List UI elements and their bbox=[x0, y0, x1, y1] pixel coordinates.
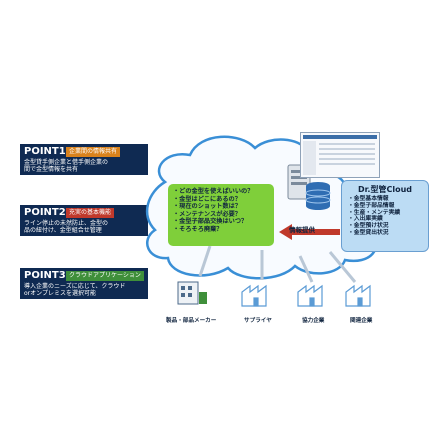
point-1-desc: 金型貸手側企業と借手側企業の 間で金型情報を共有 bbox=[24, 159, 146, 173]
product-feature: ・入出庫実績 bbox=[348, 216, 383, 223]
question-item: ・現在のショット数は？ bbox=[173, 203, 242, 211]
point-2-number: POINT2 bbox=[24, 207, 66, 218]
question-item: ・メンテナンスが必要？ bbox=[173, 210, 241, 218]
factory-icon bbox=[241, 284, 267, 307]
point-2-desc: ライン停止の未然防止、金型の 品の紐付け、金型組合せ管理 bbox=[24, 220, 146, 234]
company-label: サプライヤ bbox=[244, 318, 272, 324]
company-label: 協力企業 bbox=[302, 318, 325, 324]
point-3-desc-line: orオンプレミスを選択可能 bbox=[24, 290, 96, 297]
app-screen-row bbox=[319, 153, 375, 155]
product-feature: ・金型基本情報 bbox=[348, 196, 389, 202]
product-feature: ・生産・メンテ実績 bbox=[348, 209, 401, 216]
point-2-title: 充実の基本機能 bbox=[66, 208, 115, 218]
point-3-panel: POINT3 クラウドアプリケーション 導入企業のニーズに応じて、クラウド or… bbox=[20, 268, 148, 299]
question-item: ・金型子部品交換はいつ？ bbox=[173, 218, 248, 226]
point-1-title: 企業間の情報共有 bbox=[66, 147, 121, 157]
connector-arrows bbox=[198, 245, 357, 283]
point-1-desc-line: 金型貸手側企業と借手側企業の bbox=[24, 159, 109, 166]
factory-icon bbox=[297, 284, 323, 307]
flow-arrow bbox=[279, 224, 340, 240]
question-item: ・どの金型を使えばいいの？ bbox=[173, 188, 254, 195]
app-screen bbox=[300, 132, 380, 178]
flow-label: 情報提供 bbox=[289, 226, 315, 234]
product-box: Dr.型管Cloud ・金型基本情報 ・金型子部品情報 ・生産・メンテ実績 ・入… bbox=[341, 180, 429, 252]
point-3-desc-line: 導入企業のニーズに応じて、クラウド bbox=[24, 283, 126, 290]
product-feature: ・金型貸出状況 bbox=[348, 229, 389, 236]
question-item: ・そろそろ廃棄？ bbox=[173, 225, 223, 233]
question-item: ・金型はどこにあるの？ bbox=[173, 195, 241, 203]
building-icon bbox=[177, 281, 207, 305]
point-1-panel: POINT1 企業間の情報共有 金型貸手側企業と借手側企業の 間で金型情報を共有 bbox=[20, 144, 148, 175]
product-feature: ・金型預け状況 bbox=[348, 223, 389, 230]
company-label: 製品・部品メーカー bbox=[166, 318, 217, 324]
point-3-title: クラウドアプリケーション bbox=[66, 271, 144, 281]
point-2-desc-line: ライン停止の未然防止、金型の bbox=[24, 220, 109, 227]
app-screen-row bbox=[319, 163, 375, 165]
app-screen-row bbox=[319, 143, 375, 145]
product-feature: ・金型子部品情報 bbox=[348, 202, 395, 209]
point-2-desc-line: 品の紐付け、金型組合せ管理 bbox=[24, 227, 102, 234]
product-name: Dr.型管Cloud bbox=[357, 185, 412, 194]
point-1-desc-line: 間で金型情報を共有 bbox=[24, 166, 79, 173]
app-screen-row bbox=[319, 158, 375, 160]
app-screen-header bbox=[303, 135, 377, 139]
app-screen-row bbox=[319, 148, 375, 150]
point-2-panel: POINT2 充実の基本機能 ライン停止の未然防止、金型の 品の紐付け、金型組合… bbox=[20, 205, 148, 236]
point-1-number: POINT1 bbox=[24, 146, 66, 157]
questions-box: ・どの金型を使えばいいの？ ・金型はどこにあるの？ ・現在のショット数は？ ・メ… bbox=[168, 184, 274, 246]
company-label: 関連企業 bbox=[350, 318, 373, 324]
app-screen-sidebar bbox=[303, 141, 316, 175]
factory-icon bbox=[345, 284, 371, 307]
point-3-desc: 導入企業のニーズに応じて、クラウド orオンプレミスを選択可能 bbox=[24, 283, 146, 297]
point-3-number: POINT3 bbox=[24, 270, 66, 281]
database-icon bbox=[305, 182, 331, 210]
